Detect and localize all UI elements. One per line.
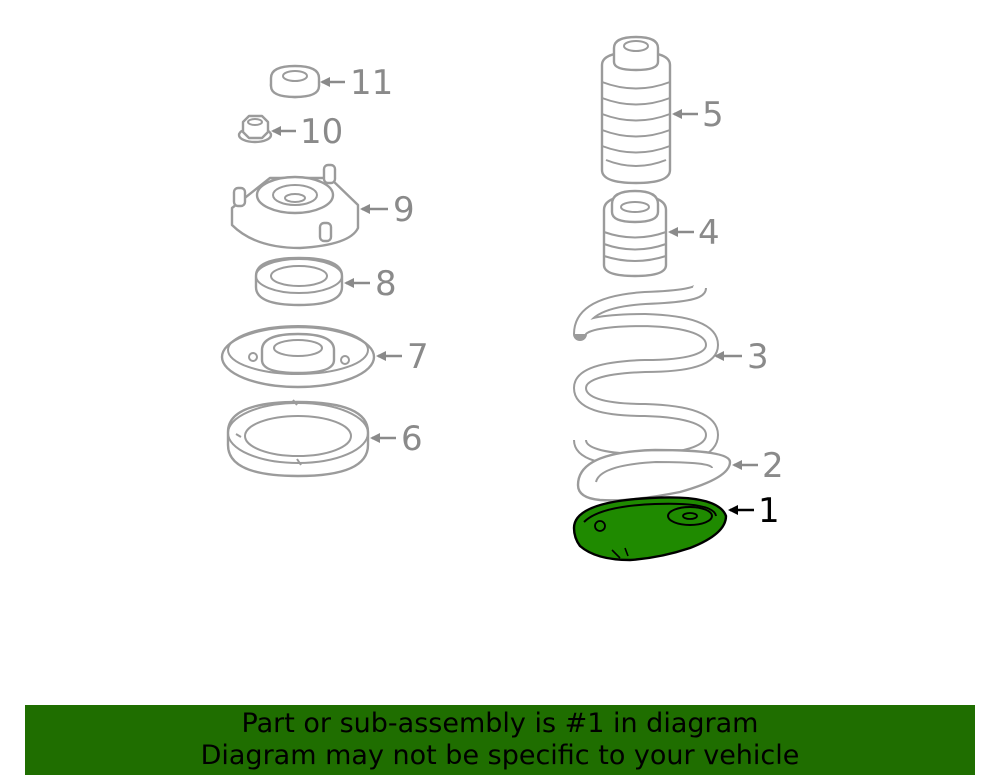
callout-1: 1	[758, 491, 780, 531]
part-6-insulator[interactable]	[226, 399, 370, 478]
part-7-upper-seat[interactable]	[220, 325, 376, 389]
part-10-nut[interactable]	[237, 114, 273, 144]
callout-2: 2	[762, 446, 784, 486]
part-11-cap[interactable]	[269, 64, 321, 99]
part-8-bearing[interactable]	[254, 256, 344, 307]
callout-5: 5	[702, 95, 724, 135]
callout-3: 3	[747, 337, 769, 377]
part-3-coil-spring[interactable]	[573, 284, 719, 467]
part-1-lower-spring-seat[interactable]	[572, 496, 728, 562]
callout-6: 6	[401, 419, 423, 459]
callout-9: 9	[393, 190, 415, 230]
part-9-strut-mount[interactable]	[230, 163, 360, 250]
callout-7: 7	[407, 337, 429, 377]
parts-diagram: 11 10 9 8 7	[220, 35, 784, 562]
part-4-bump-stop[interactable]	[602, 189, 668, 278]
banner-line-2: Diagram may not be specific to your vehi…	[200, 740, 800, 771]
callout-11: 11	[350, 63, 393, 103]
callout-4: 4	[698, 213, 720, 253]
banner-line-1: Part or sub-assembly is #1 in diagram	[241, 708, 759, 739]
part-2-lower-insulator[interactable]	[576, 448, 732, 502]
callout-8: 8	[375, 264, 397, 304]
part-5-dust-boot[interactable]	[600, 35, 672, 185]
callout-10: 10	[300, 112, 343, 152]
info-banner: Part or sub-assembly is #1 in diagram Di…	[25, 705, 975, 775]
